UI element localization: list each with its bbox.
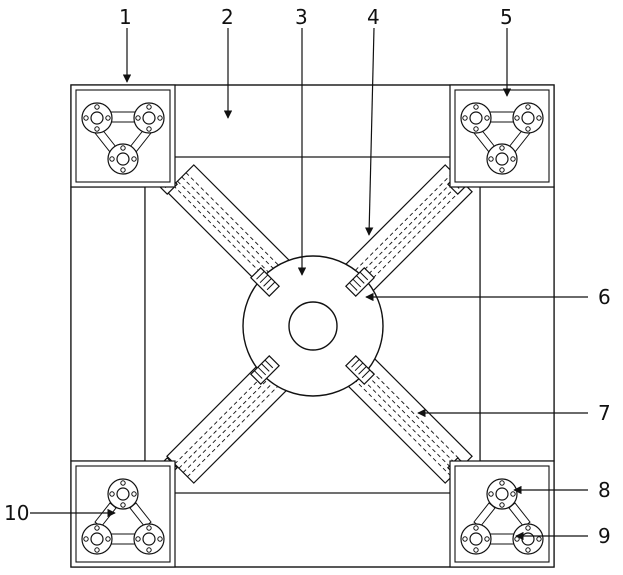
callout-4: 4	[367, 5, 380, 29]
corner-module-bl	[70, 460, 176, 568]
callout-1: 1	[119, 5, 132, 29]
corner-module-br	[449, 460, 555, 568]
corner-module-tl	[70, 84, 176, 188]
callout-5: 5	[500, 5, 513, 29]
callout-7: 7	[598, 401, 611, 425]
callout-10: 10	[4, 501, 29, 525]
callout-8: 8	[598, 478, 611, 502]
corner-module-tr	[449, 84, 555, 188]
callout-9: 9	[598, 524, 611, 548]
hub-bore	[288, 301, 338, 351]
callout-6: 6	[598, 285, 611, 309]
callout-3: 3	[295, 5, 308, 29]
callout-2: 2	[221, 5, 234, 29]
right-rail	[479, 186, 555, 462]
leader-4	[364, 27, 375, 236]
left-rail	[70, 186, 146, 462]
